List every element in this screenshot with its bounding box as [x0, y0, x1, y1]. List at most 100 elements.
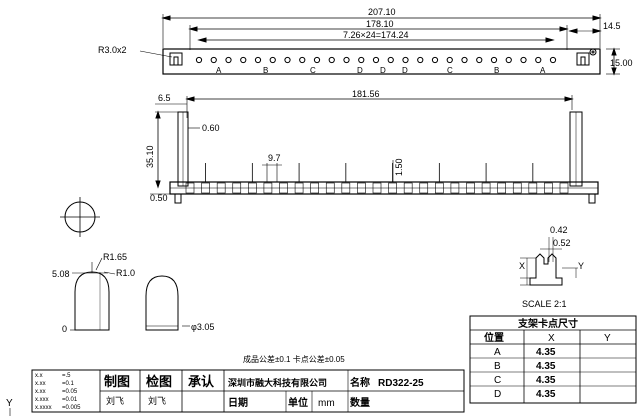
- table-cell-pos: A: [494, 347, 501, 358]
- left-slot: [169, 52, 183, 66]
- led-hole: [549, 56, 557, 64]
- base-segment: [450, 182, 460, 194]
- led-hole: [284, 56, 291, 64]
- led-hole: [476, 56, 483, 64]
- led-base-label: 0: [62, 324, 67, 334]
- led-height: 5.08: [52, 269, 70, 279]
- base-segment: [403, 182, 413, 194]
- crosshair-symbol: [60, 197, 100, 237]
- section-scale: SCALE 2:1: [522, 299, 567, 309]
- led-hole: [372, 56, 380, 64]
- base-segment: [357, 182, 366, 194]
- tolerance-value: =0.005: [62, 405, 81, 411]
- unit-label: 单位: [288, 396, 308, 409]
- date-label: 日期: [228, 396, 248, 409]
- draw-name: 刘飞: [106, 395, 124, 406]
- base-segment: [435, 182, 444, 194]
- position-letter: D: [402, 66, 408, 75]
- base-segment: [544, 182, 553, 194]
- led-hole: [299, 56, 306, 64]
- table-cell-pos: C: [494, 375, 501, 386]
- position-letter: D: [380, 66, 386, 75]
- led-hole: [269, 56, 276, 64]
- tolerance-format: x.xxxx: [35, 405, 52, 411]
- tolerance-format: x.xxx: [35, 397, 49, 403]
- dim-base-offset: 0.50: [150, 193, 168, 203]
- table-cell-x: 4.35: [536, 361, 556, 372]
- tolerance-value: =.5: [62, 373, 71, 379]
- led-hole: [313, 56, 321, 64]
- led-hole: [210, 56, 217, 64]
- qty-label: 数量: [350, 396, 370, 409]
- base-segment: [216, 182, 226, 194]
- dim-side-height: 35.10: [145, 145, 155, 168]
- dim-pin-height: 1.50: [394, 158, 404, 176]
- tolerance-format: x.x: [35, 373, 43, 379]
- dim-flange-width: 6.5: [158, 93, 171, 103]
- led-hole: [461, 56, 468, 64]
- table-header-y: Y: [604, 333, 611, 344]
- check-name: 刘飞: [148, 395, 166, 406]
- base-segment: [481, 182, 491, 194]
- led-outline-left: [74, 271, 110, 331]
- section-dim-mid: 0.52: [553, 238, 571, 248]
- led-r-top: R1.65: [103, 252, 127, 262]
- dim-end-offset: 14.5: [603, 21, 621, 31]
- table-cell-pos: D: [494, 389, 501, 400]
- led-hole: [520, 56, 527, 64]
- led-hole: [240, 56, 247, 64]
- table-cell-pos: B: [494, 361, 501, 372]
- top-view: 207.10 178.10 7.26×24=174.24 14.5 R3.0x2: [98, 7, 633, 76]
- led-outline-right: [145, 275, 179, 331]
- position-letter: A: [216, 66, 222, 75]
- led-diameter: φ3.05: [191, 322, 214, 332]
- tolerance-list: x.x=.5x.xx=0.1x.xx=0.05x.xxx=0.01x.xxxx=…: [35, 373, 81, 411]
- base-segment: [294, 182, 304, 194]
- base-segment: [528, 182, 538, 194]
- led-hole: [343, 56, 350, 64]
- led-hole: [417, 56, 424, 64]
- table-header-pos: 位置: [484, 331, 504, 344]
- tolerance-value: =0.05: [62, 389, 78, 395]
- base-segment: [263, 182, 273, 194]
- approve-label: 承认: [188, 374, 215, 389]
- led-hole: [195, 56, 203, 64]
- dim-hole-span: 178.10: [366, 19, 394, 29]
- tolerance-value: =0.01: [62, 397, 78, 403]
- position-letter: C: [447, 66, 453, 75]
- led-hole: [254, 56, 262, 64]
- position-letter: C: [310, 66, 316, 75]
- position-letter: D: [357, 66, 363, 75]
- dim-pitch-spec: 7.26×24=174.24: [343, 30, 409, 40]
- base-segment: [232, 182, 242, 194]
- led-detail: R1.65 R1.0 5.08 0 φ3.05: [52, 252, 214, 334]
- dim-side-length: 181.56: [352, 89, 380, 99]
- base-segment: [388, 182, 397, 194]
- base-segment: [372, 182, 382, 194]
- base-segment: [325, 182, 335, 194]
- draw-label: 制图: [104, 374, 130, 389]
- dim-height: 15.00: [610, 58, 633, 68]
- tolerance-format: x.xx: [35, 381, 46, 387]
- unit-value: mm: [318, 398, 335, 409]
- tolerance-format: x.xx: [35, 389, 46, 395]
- section-label-y: Y: [578, 261, 584, 271]
- base-segment: [419, 182, 429, 194]
- position-letter: A: [540, 66, 546, 75]
- table-cell-x: 4.35: [536, 347, 556, 358]
- base-segment: [279, 182, 288, 194]
- tolerance-note: 成品公差±0.1 卡点公差±0.05: [243, 354, 345, 364]
- section-detail: 0.42 0.52 X Y SCALE 2:1: [519, 225, 584, 309]
- led-hole: [358, 56, 365, 64]
- table-header-x: X: [548, 333, 555, 344]
- section-dim-top: 0.42: [550, 225, 568, 235]
- position-letter: B: [263, 66, 268, 75]
- led-hole: [402, 56, 409, 64]
- base-segment: [341, 182, 351, 194]
- dim-pin-spacing: 9.7: [268, 153, 281, 163]
- base-segment: [201, 182, 210, 194]
- base-segment: [512, 182, 522, 194]
